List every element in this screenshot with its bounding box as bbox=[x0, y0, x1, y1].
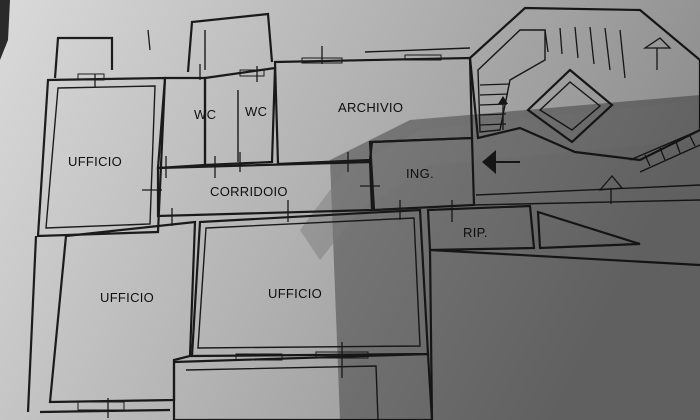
room-label-ufficio-bottom-left: UFFICIO bbox=[100, 290, 154, 305]
room-label-corridoio: CORRIDOIO bbox=[210, 184, 288, 199]
room-label-ingresso: ING. bbox=[406, 166, 434, 181]
room-label-archivio: ARCHIVIO bbox=[338, 100, 403, 115]
room-label-wc-right: WC bbox=[245, 104, 267, 119]
room-label-ripostiglio: RIP. bbox=[463, 225, 488, 240]
room-label-wc-left: WC bbox=[194, 107, 216, 122]
room-label-ufficio-top: UFFICIO bbox=[68, 154, 122, 169]
room-label-ufficio-bottom-center: UFFICIO bbox=[268, 286, 322, 301]
